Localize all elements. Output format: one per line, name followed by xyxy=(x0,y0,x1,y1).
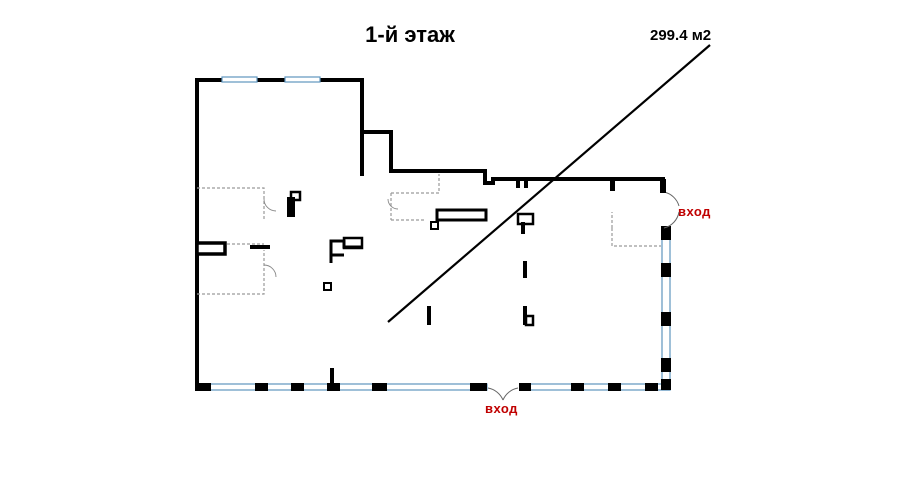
floor-title: 1-й этаж xyxy=(365,22,455,47)
left-stub xyxy=(195,241,270,256)
inner-doors xyxy=(263,198,399,278)
entrance-doors xyxy=(487,191,680,401)
entrance-label-south: вход xyxy=(485,401,518,416)
top-windows xyxy=(221,76,321,83)
partitions xyxy=(197,174,661,295)
diagonal-line xyxy=(387,44,711,323)
south-wall xyxy=(195,383,671,391)
area-label: 299.4 м2 xyxy=(650,27,712,44)
east-wall xyxy=(661,226,671,391)
entrance-label-east: вход xyxy=(678,204,711,219)
outer-walls xyxy=(195,78,665,390)
interior-fixtures xyxy=(287,179,666,386)
